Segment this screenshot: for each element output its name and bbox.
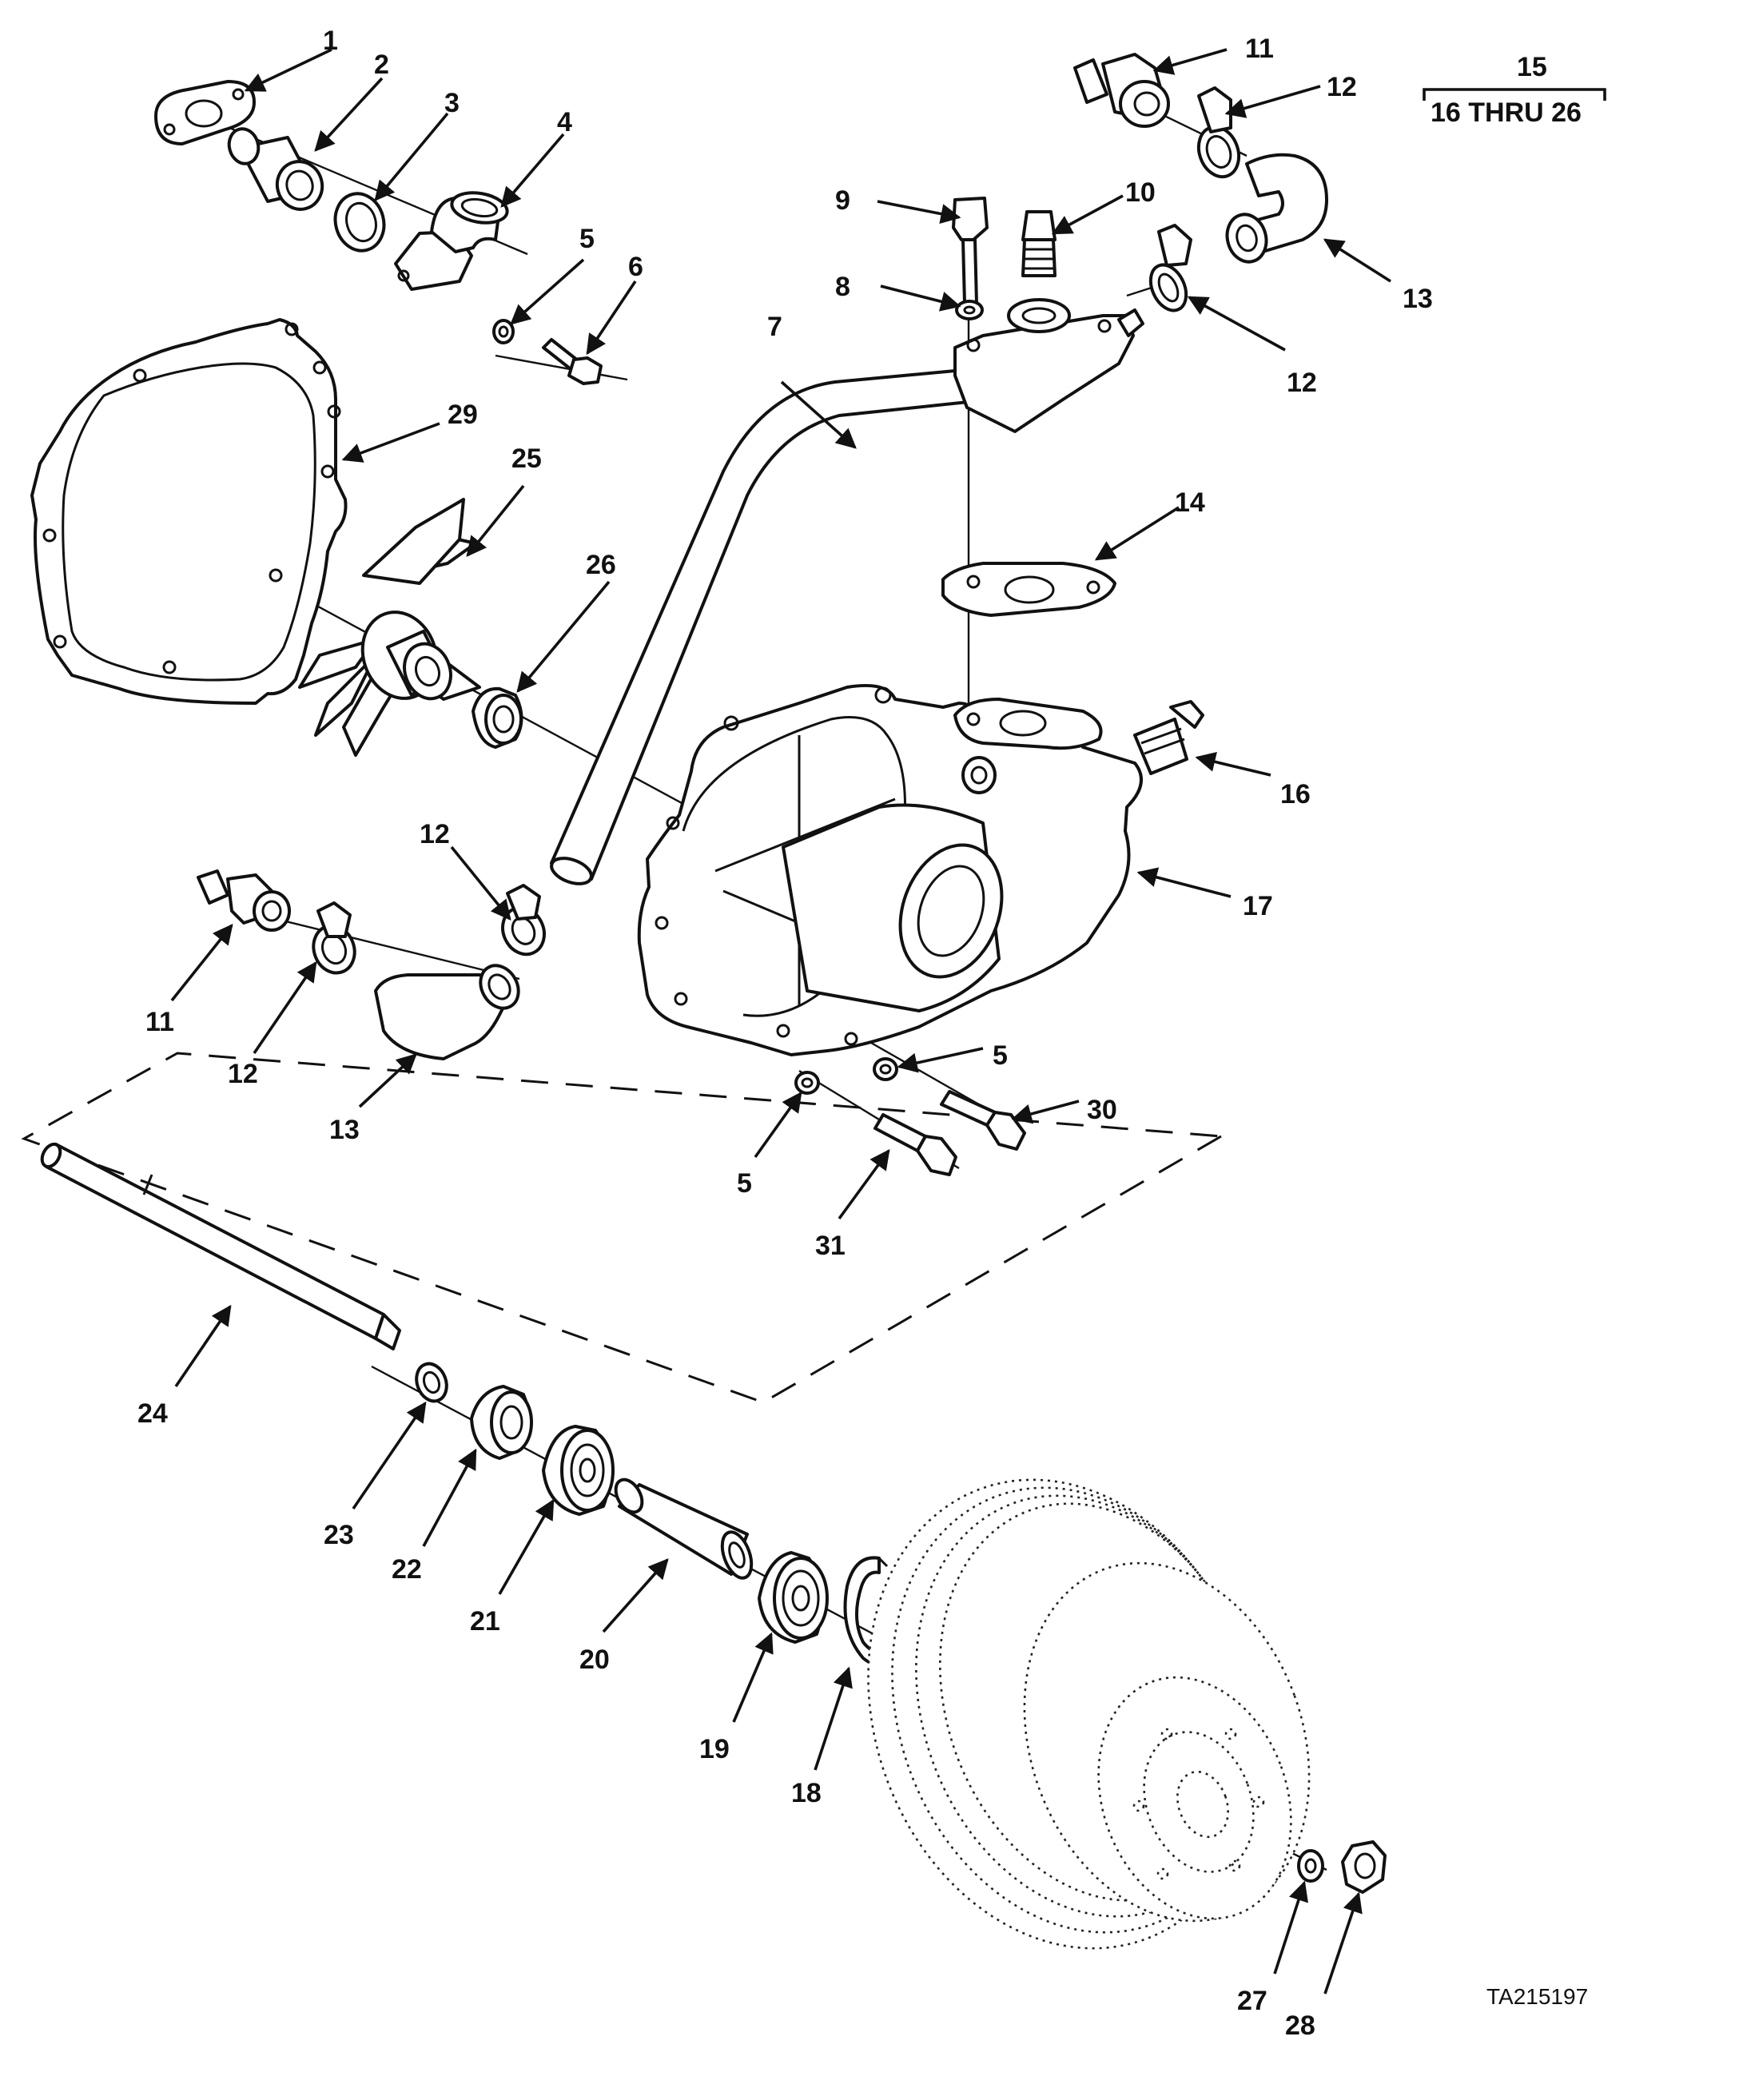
- callout-13-left: 13: [329, 1115, 360, 1145]
- callout-28: 28: [1285, 2011, 1315, 2041]
- callout-22: 22: [392, 1554, 422, 1585]
- shaft-reference-dashed-box: [21, 1052, 1225, 1404]
- part-4-flanged-elbow: [394, 191, 509, 291]
- part-12-hose-clamp-top: [1196, 86, 1241, 179]
- callout-26: 26: [586, 550, 616, 580]
- part-10-plug: [1021, 210, 1057, 277]
- callout-12-top: 12: [1327, 72, 1357, 102]
- part-12-hose-clamp-left: [312, 901, 356, 975]
- callout-20: 20: [579, 1645, 610, 1675]
- kit-number: 15: [1517, 52, 1547, 82]
- callout-7: 7: [767, 312, 782, 342]
- part-26-seal: [472, 686, 523, 749]
- outlet-manifold: [953, 298, 1144, 433]
- part-24-shaft: [40, 1142, 401, 1350]
- part-13-hose-elbow-left: [374, 964, 520, 1060]
- callout-17: 17: [1243, 891, 1273, 921]
- part-2-bushing: [227, 127, 324, 211]
- callout-14: 14: [1175, 487, 1205, 518]
- callout-6: 6: [628, 252, 643, 282]
- part-12-hose-clamp-right: [1148, 224, 1192, 312]
- part-31-bolt: [873, 1113, 957, 1176]
- part-27-washer: [1297, 1849, 1324, 1883]
- callout-12-left: 12: [228, 1059, 258, 1089]
- callout-19: 19: [699, 1734, 730, 1764]
- kit-range: 16 THRU 26: [1431, 97, 1582, 128]
- part-16-drain-cock: [1133, 700, 1204, 775]
- callout-24: 24: [137, 1398, 168, 1429]
- part-17-pump-housing: [637, 683, 1143, 1056]
- callout-31: 31: [815, 1231, 846, 1261]
- kit-label: 15 16 THRU 26: [1423, 52, 1606, 128]
- part-13-hose-elbow-top: [1225, 153, 1328, 264]
- callout-11-top: 11: [1245, 34, 1274, 64]
- part-14-outlet-gasket: [941, 562, 1116, 617]
- callout-16: 16: [1280, 779, 1311, 809]
- callout-5-right: 5: [993, 1040, 1008, 1071]
- part-29-housing-gasket: [30, 318, 348, 705]
- part-11-fitting-top: [1073, 53, 1170, 128]
- part-22-seal: [470, 1385, 533, 1460]
- callout-4: 4: [557, 107, 572, 137]
- leader-arrows: [170, 48, 1391, 1995]
- part-25-impeller: [298, 498, 481, 757]
- callout-1: 1: [323, 26, 338, 56]
- figure-id: TA215197: [1486, 1984, 1588, 2009]
- callout-5-top: 5: [579, 224, 595, 254]
- callout-labels: 1 2 3 4 5 6 7 8 9 10 11 12 12 13 14 29 2…: [137, 26, 1433, 2041]
- callout-29: 29: [448, 400, 478, 430]
- callout-12-center: 12: [420, 819, 450, 849]
- part-5-lockwasher-right: [873, 1057, 898, 1081]
- part-3-washer: [333, 192, 386, 253]
- callout-11-left: 11: [145, 1007, 174, 1037]
- callout-27: 27: [1237, 1986, 1267, 2016]
- part-23-snap-ring: [415, 1362, 448, 1403]
- part-19-bearing: [758, 1551, 829, 1644]
- part-1-flange-gasket: [154, 80, 256, 145]
- callout-12-right: 12: [1287, 368, 1317, 398]
- callout-3: 3: [444, 88, 460, 118]
- callout-9: 9: [835, 185, 850, 216]
- callout-25: 25: [511, 443, 542, 474]
- part-9-bolt: [952, 197, 989, 305]
- part-20-spacer: [614, 1478, 754, 1580]
- fan-pulley-reference: [867, 1478, 1311, 1950]
- part-28-nut: [1341, 1840, 1387, 1894]
- part-8-lockwasher: [955, 300, 984, 320]
- part-11-fitting-left: [197, 869, 291, 932]
- callout-18: 18: [791, 1778, 822, 1808]
- part-5-lockwasher-left: [794, 1071, 820, 1095]
- callout-23: 23: [324, 1520, 354, 1550]
- callout-21: 21: [470, 1606, 500, 1637]
- callout-5-left: 5: [737, 1168, 752, 1199]
- part-21-bearing: [542, 1425, 615, 1516]
- part-6-bolt: [542, 338, 603, 385]
- callout-2: 2: [374, 50, 389, 80]
- part-5-lockwasher-top: [492, 319, 515, 344]
- callout-8: 8: [835, 272, 850, 302]
- callout-30: 30: [1087, 1095, 1117, 1125]
- callout-13-top: 13: [1403, 284, 1433, 314]
- callout-10: 10: [1125, 177, 1156, 208]
- part-30-bolt: [940, 1090, 1026, 1151]
- part-12-hose-clamp-center: [501, 884, 546, 957]
